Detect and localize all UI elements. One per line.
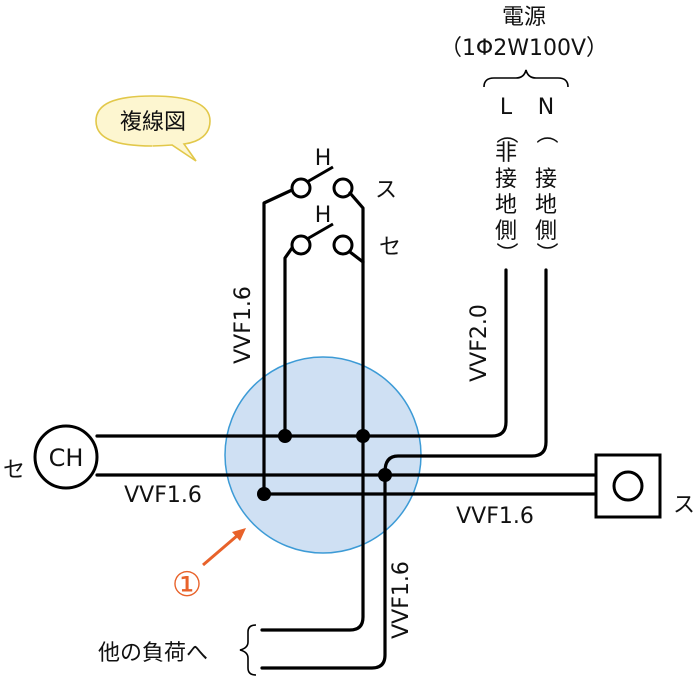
line-L-desc-2: 接 bbox=[495, 167, 517, 192]
ceiling-light-symbol: CH bbox=[49, 444, 84, 472]
node-4 bbox=[257, 487, 271, 501]
line-L-desc-4: 側 bbox=[495, 219, 517, 244]
line-L-desc-5: ） bbox=[493, 242, 518, 264]
right-light-id: ス bbox=[673, 493, 695, 518]
line-N-desc-3: 側 bbox=[535, 219, 557, 244]
line-L-desc-1: 非 bbox=[495, 141, 517, 166]
ceiling-light bbox=[33, 424, 99, 490]
line-N-desc-1: 接 bbox=[535, 167, 557, 192]
cable-bottom-run-label: VVF1.6 bbox=[389, 561, 414, 639]
switch-1-h-label: H bbox=[315, 146, 332, 171]
line-L-desc-3: 地 bbox=[495, 193, 517, 218]
line-N-label: N bbox=[538, 95, 554, 120]
switch-2-h-label: H bbox=[315, 203, 332, 228]
source-brace bbox=[483, 69, 569, 88]
ceiling-light-id: セ bbox=[3, 458, 25, 483]
line-L-desc-0: （ bbox=[493, 122, 518, 144]
switch-2 bbox=[290, 222, 354, 256]
cable-right-run-label: VVF1.6 bbox=[456, 504, 534, 529]
power-source-spec: （1Φ2W100V） bbox=[440, 36, 608, 61]
switch-1-id-label: ス bbox=[375, 178, 397, 203]
other-loads-label: 他の負荷へ bbox=[98, 641, 208, 666]
line-L-label: L bbox=[500, 95, 513, 120]
other-loads-brace bbox=[239, 624, 257, 676]
junction-marker-arrow bbox=[202, 528, 246, 567]
wires bbox=[95, 188, 598, 670]
junction-marker: ① bbox=[172, 565, 202, 605]
callout-bubble bbox=[95, 95, 211, 162]
callout-text: 複線図 bbox=[120, 110, 186, 135]
switch-1 bbox=[290, 165, 354, 199]
cable-left-run-label: VVF1.6 bbox=[124, 483, 202, 508]
switch-2-id-label: セ bbox=[379, 235, 401, 260]
junction-box bbox=[224, 356, 422, 554]
line-N-desc-2: 地 bbox=[535, 193, 557, 218]
line-N-desc-4: ） bbox=[533, 242, 558, 264]
node-1 bbox=[278, 429, 292, 443]
power-source-title: 電源 bbox=[502, 5, 546, 30]
line-N-desc-0: （ bbox=[533, 122, 558, 144]
node-3 bbox=[378, 468, 392, 482]
cable-source-drop-label: VVF2.0 bbox=[467, 304, 492, 382]
node-2 bbox=[356, 429, 370, 443]
cable-switch-drop-label: VVF1.6 bbox=[231, 286, 256, 364]
right-light-lamp bbox=[612, 470, 644, 502]
